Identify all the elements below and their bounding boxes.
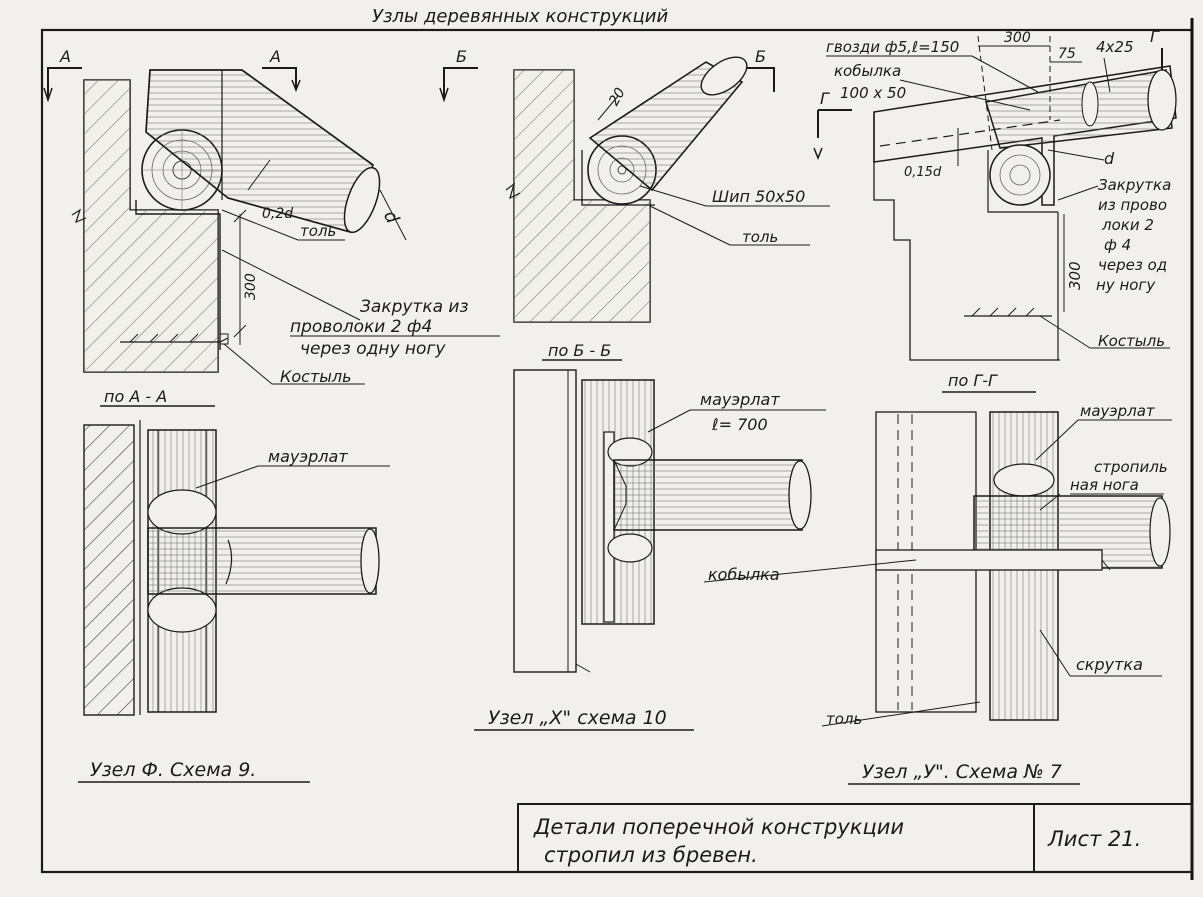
label-twist-f-3: через одну ногу bbox=[300, 339, 446, 359]
label-twist-y-1: Закрутка bbox=[1098, 176, 1171, 194]
label-slope-f: 0,2d bbox=[262, 206, 293, 222]
section-title-a-a: по А - А bbox=[104, 387, 167, 406]
label-kobylka-x: кобылка bbox=[708, 565, 780, 584]
label-kostyl-y: Костыль bbox=[1098, 332, 1165, 350]
section-title-b-b: по Б - Б bbox=[548, 341, 611, 360]
label-mauerlat-x: мауэрлат bbox=[700, 390, 780, 409]
section-mark-g-left: Г bbox=[820, 89, 830, 108]
label-mauerlat-y: мауэрлат bbox=[1080, 402, 1156, 420]
label-tol-y: толь bbox=[826, 710, 862, 728]
dim-75: 75 bbox=[1058, 46, 1076, 62]
node-y-elevation: Г Г гвозди ф5,ℓ=150 кобылка 100 х 50 300… bbox=[813, 27, 1177, 361]
section-mark-b-right: Б bbox=[755, 47, 766, 66]
label-skrutka: скрутка bbox=[1076, 655, 1143, 674]
label-rafter-y-1: стропиль bbox=[1094, 458, 1168, 476]
label-300-y: 300 bbox=[1066, 261, 1084, 290]
section-title-g-g: по Г-Г bbox=[948, 371, 998, 390]
label-20-x: 20 bbox=[606, 85, 629, 109]
title-line-2: стропил из бревен. bbox=[544, 843, 758, 867]
label-d-y: d bbox=[1104, 149, 1115, 168]
label-tol-f: толь bbox=[300, 222, 336, 240]
title-block: Детали поперечной конструкции стропил из… bbox=[517, 803, 1193, 873]
title-line-1: Детали поперечной конструкции bbox=[533, 815, 904, 839]
label-twist-f-1: Закрутка из bbox=[360, 297, 469, 317]
sheet-title: Узлы деревянных конструкций bbox=[372, 6, 668, 27]
node-f-elevation: А А d 0,2d толь 300 bbox=[43, 47, 500, 386]
label-twist-f-2: проволоки 2 ф4 bbox=[290, 317, 432, 337]
label-d-f: d bbox=[379, 207, 403, 227]
label-twist-y-4: ф 4 bbox=[1104, 236, 1131, 254]
label-015d: 0,15d bbox=[904, 165, 942, 180]
caption-node-f: Узел Ф. Схема 9. bbox=[90, 759, 256, 781]
label-twist-y-2: из прово bbox=[1098, 196, 1167, 214]
label-twist-y-3: локи 2 bbox=[1101, 216, 1154, 234]
section-mark-a-left: А bbox=[59, 47, 71, 66]
label-kobylka-size: 100 х 50 bbox=[840, 84, 906, 102]
dim-300-top: 300 bbox=[1004, 30, 1031, 46]
caption-node-y: Узел „У". Схема № 7 bbox=[862, 761, 1062, 783]
sheet-number: Лист 21. bbox=[1047, 827, 1141, 851]
section-mark-b-left: Б bbox=[456, 47, 467, 66]
node-y-section: по Г-Г мауэрлат стропиль ная нога кобылк… bbox=[703, 371, 1172, 728]
label-kobylka-y: кобылка bbox=[834, 62, 901, 80]
label-rafter-y-2: ная нога bbox=[1070, 476, 1139, 494]
label-300-f: 300 bbox=[243, 273, 259, 300]
label-twist-y-5: через од bbox=[1098, 256, 1167, 274]
label-kostyl-f: Костыль bbox=[280, 367, 352, 386]
label-mauerlat-f: мауэрлат bbox=[268, 447, 348, 466]
label-tol-x: толь bbox=[742, 228, 778, 246]
label-length-x: ℓ= 700 bbox=[711, 415, 768, 434]
caption-node-x: Узел „Х" схема 10 bbox=[488, 707, 667, 729]
label-ship: Шип 50х50 bbox=[712, 187, 805, 206]
label-4x25: 4х25 bbox=[1096, 38, 1134, 56]
label-twist-y-6: ну ногу bbox=[1096, 276, 1156, 294]
node-f-section: по А - А мауэрлат bbox=[83, 387, 390, 716]
section-mark-g-right: Г bbox=[1150, 27, 1160, 46]
node-x-section: по Б - Б мауэрлат ℓ= 700 bbox=[513, 341, 826, 673]
label-nails: гвозди ф5,ℓ=150 bbox=[826, 38, 959, 56]
node-x-elevation: Б Б 20 Шип 50х50 толь bbox=[439, 47, 830, 323]
section-mark-a-right: А bbox=[269, 47, 281, 66]
